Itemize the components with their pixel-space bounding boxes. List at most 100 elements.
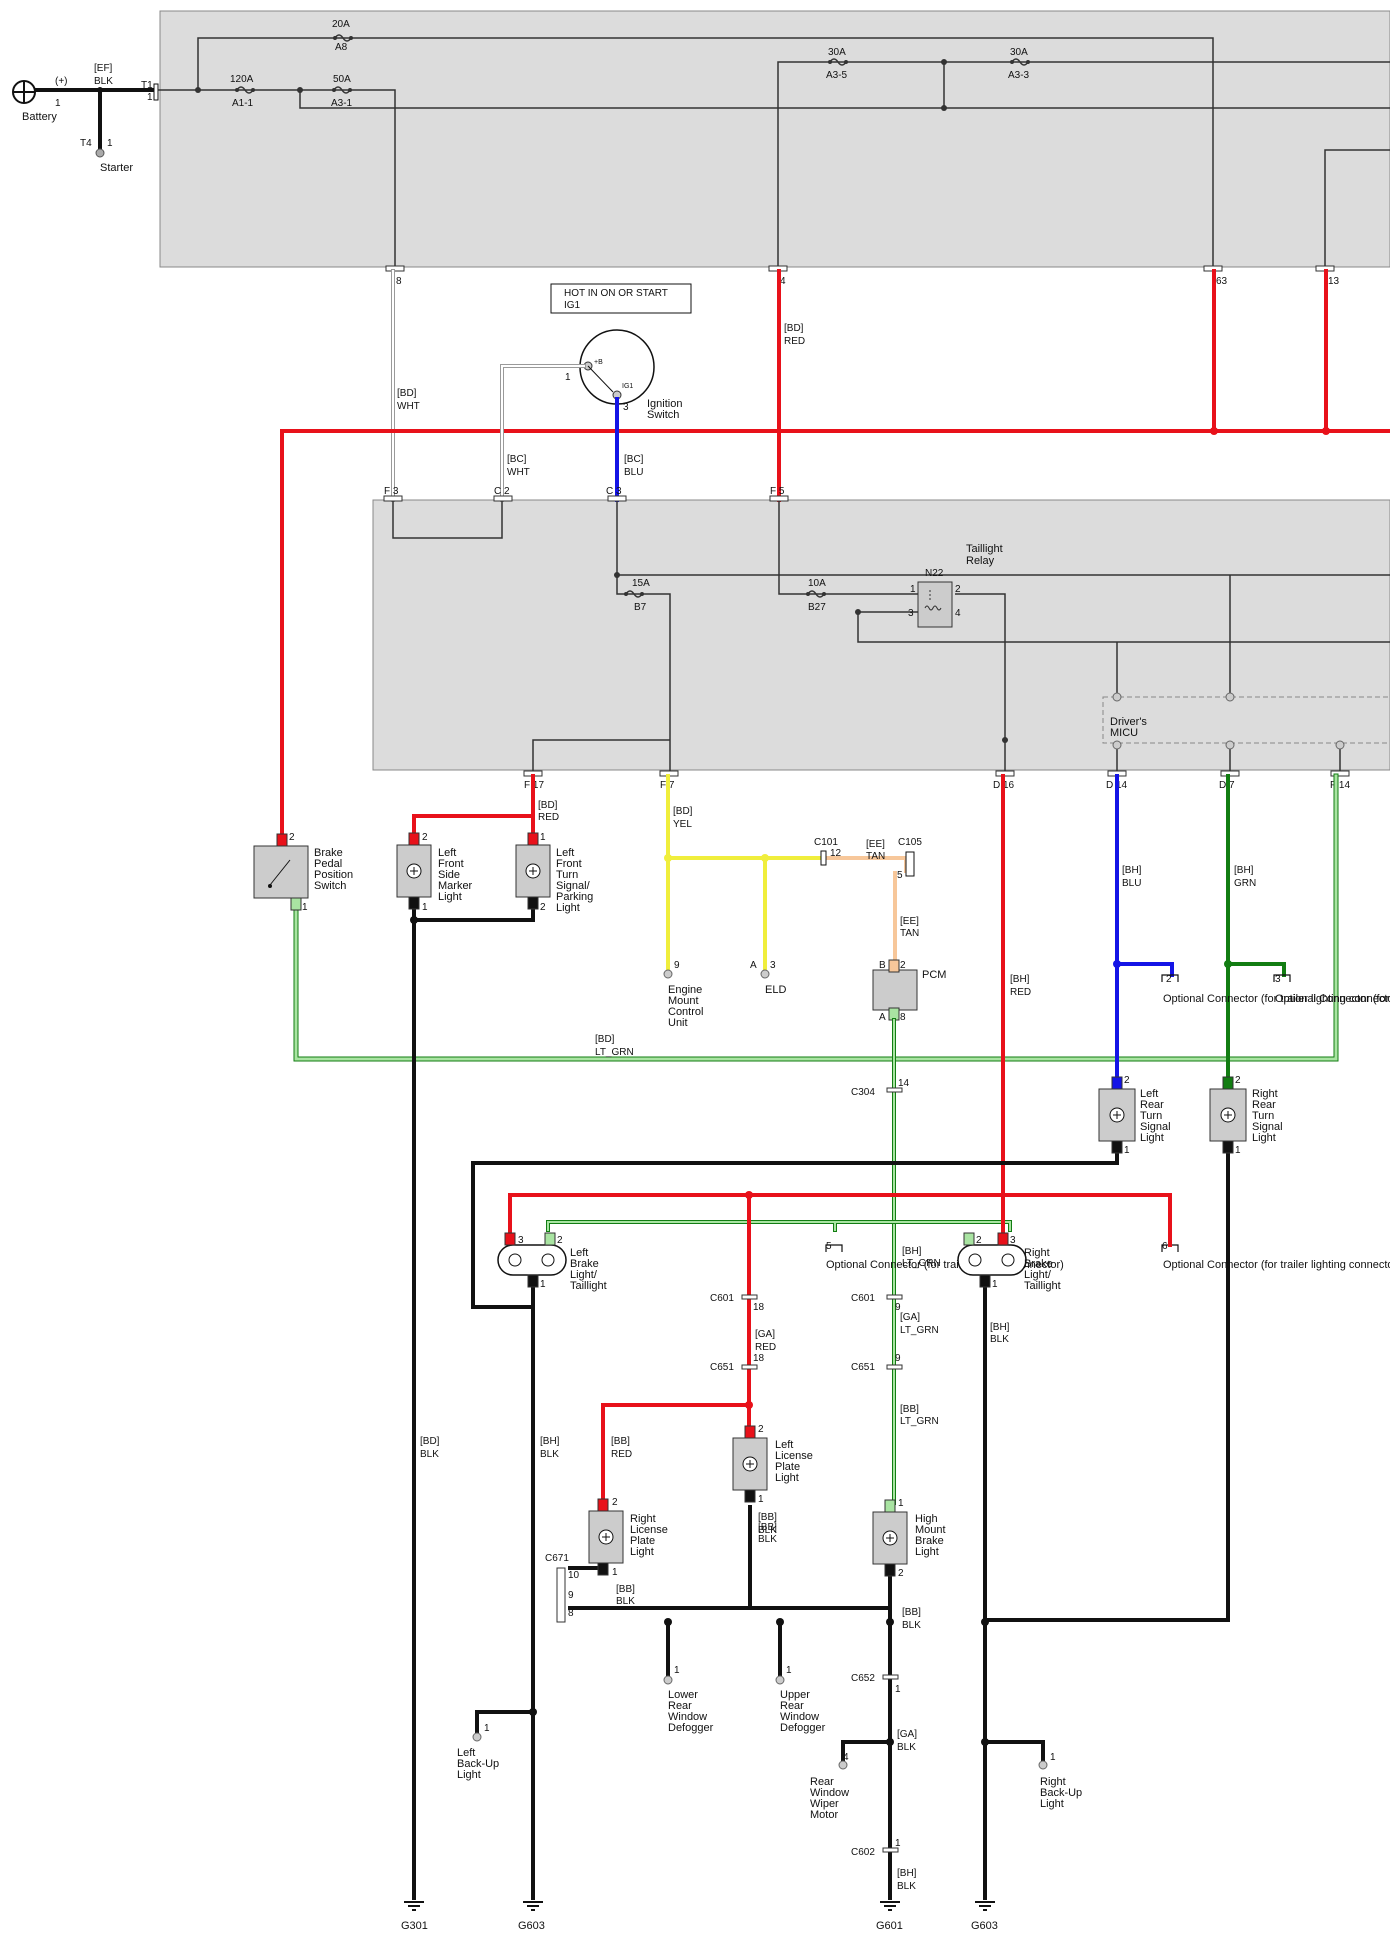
svg-text:Driver's: Driver's: [1110, 716, 1147, 728]
svg-text:[BB]: [BB]: [900, 1404, 919, 1415]
svg-text:B7: B7: [634, 602, 647, 613]
svg-text:BLK: BLK: [616, 1596, 635, 1607]
svg-text:Mount: Mount: [668, 995, 699, 1007]
svg-text:2: 2: [422, 832, 428, 843]
svg-text:Turn: Turn: [556, 869, 578, 881]
svg-text:8: 8: [900, 1012, 906, 1023]
svg-text:1: 1: [910, 584, 916, 595]
svg-text:TAN: TAN: [866, 851, 885, 862]
svg-text:2: 2: [289, 832, 295, 843]
svg-text:N22: N22: [925, 568, 944, 579]
svg-text:3: 3: [518, 1235, 524, 1246]
svg-text:9: 9: [674, 960, 680, 971]
svg-text:2: 2: [955, 584, 961, 595]
fuse-b27: [806, 590, 826, 598]
svg-text:A3-5: A3-5: [826, 70, 848, 81]
svg-text:Light: Light: [457, 1769, 481, 1781]
svg-text:Window: Window: [780, 1711, 819, 1723]
svg-text:1: 1: [484, 1723, 490, 1734]
svg-text:Optional Connector (for traile: Optional Connector (for trailer lighting…: [1163, 993, 1390, 1005]
svg-text:[BD]: [BD]: [538, 800, 558, 811]
svg-text:1: 1: [107, 138, 113, 149]
underdash-fuse-box: [372, 499, 1390, 771]
svg-text:C602: C602: [851, 1847, 875, 1858]
svg-text:Switch: Switch: [314, 880, 346, 892]
svg-text:2: 2: [1124, 1075, 1130, 1086]
svg-text:IG1: IG1: [564, 300, 581, 311]
svg-text:Left: Left: [556, 847, 574, 859]
svg-text:Brake: Brake: [1024, 1258, 1053, 1270]
svg-text:+B: +B: [594, 359, 603, 366]
svg-text:Rear: Rear: [1140, 1099, 1164, 1111]
svg-text:3: 3: [770, 960, 776, 971]
svg-text:1: 1: [540, 1279, 546, 1290]
svg-text:2: 2: [540, 902, 546, 913]
svg-text:Position: Position: [314, 869, 353, 881]
svg-text:Optional Connector (for traile: Optional Connector (for trailer lighting…: [1275, 993, 1390, 1005]
svg-text:Plate: Plate: [630, 1535, 655, 1547]
svg-text:[EF]: [EF]: [94, 63, 113, 74]
svg-text:3: 3: [908, 608, 914, 619]
svg-text:Defogger: Defogger: [668, 1722, 714, 1734]
svg-text:LT_GRN: LT_GRN: [902, 1258, 941, 1269]
svg-text:[BB]: [BB]: [611, 1436, 630, 1447]
fuse-a3-1: [332, 86, 352, 94]
svg-text:Plate: Plate: [775, 1461, 800, 1473]
svg-text:Brake: Brake: [915, 1535, 944, 1547]
taillight-relay: [917, 581, 953, 628]
svg-text:A1-1: A1-1: [232, 98, 254, 109]
svg-text:G601: G601: [876, 1920, 903, 1932]
svg-text:2: 2: [976, 1235, 982, 1246]
svg-text:Signal/: Signal/: [556, 880, 591, 892]
svg-text:Starter: Starter: [100, 162, 133, 174]
left-license-plate-light: [732, 1425, 768, 1503]
svg-text:13: 13: [1328, 276, 1340, 287]
battery-label: Battery: [22, 111, 57, 123]
fuse-a3-3: [1010, 58, 1030, 66]
ignition-switch: [579, 329, 655, 405]
svg-text:2: 2: [557, 1235, 563, 1246]
svg-text:Turn: Turn: [1252, 1110, 1274, 1122]
svg-text:Turn: Turn: [1140, 1110, 1162, 1122]
left-brake-light-taillight: [497, 1232, 567, 1288]
svg-text:T1: T1: [141, 80, 153, 91]
svg-text:[BC]: [BC]: [624, 454, 644, 465]
svg-text:Left: Left: [457, 1747, 475, 1759]
svg-text:C671: C671: [545, 1553, 569, 1564]
svg-text:[BB]: [BB]: [758, 1512, 777, 1523]
svg-text:GRN: GRN: [1234, 878, 1256, 889]
svg-text:[BD]: [BD]: [397, 388, 417, 399]
svg-text:1: 1: [674, 1665, 680, 1676]
svg-text:10A: 10A: [808, 578, 826, 589]
svg-text:Light: Light: [556, 902, 580, 914]
svg-text:[BC]: [BC]: [507, 454, 527, 465]
svg-text:RED: RED: [611, 1449, 632, 1460]
svg-text:G603: G603: [518, 1920, 545, 1932]
svg-text:9: 9: [568, 1590, 574, 1601]
svg-text:Light: Light: [630, 1546, 654, 1558]
svg-text:18: 18: [753, 1353, 765, 1364]
svg-text:A8: A8: [335, 42, 348, 53]
svg-text:[GA]: [GA]: [755, 1329, 775, 1340]
svg-text:1: 1: [147, 92, 153, 103]
svg-text:Defogger: Defogger: [780, 1722, 826, 1734]
underhood-fuse-box: [159, 10, 1390, 268]
svg-text:[BD]: [BD]: [420, 1436, 440, 1447]
svg-text:(+): (+): [55, 76, 68, 87]
svg-text:Optional Connector (for traile: Optional Connector (for trailer lighting…: [1163, 1259, 1390, 1271]
svg-text:Unit: Unit: [668, 1017, 688, 1029]
svg-text:[BH]: [BH]: [902, 1246, 922, 1257]
svg-text:Window: Window: [810, 1787, 849, 1799]
svg-text:LT_GRN: LT_GRN: [595, 1047, 634, 1058]
fuse-a3-5: [828, 58, 848, 66]
svg-text:F 5: F 5: [770, 486, 785, 497]
svg-text:4: 4: [780, 276, 786, 287]
svg-text:IG1: IG1: [622, 383, 633, 390]
svg-text:[EE]: [EE]: [900, 916, 919, 927]
svg-text:BLK: BLK: [758, 1525, 777, 1536]
svg-text:Left: Left: [570, 1247, 588, 1259]
svg-text:8: 8: [568, 1608, 574, 1619]
left-rear-turn-signal-light: [1098, 1076, 1136, 1154]
svg-text:Front: Front: [556, 858, 582, 870]
